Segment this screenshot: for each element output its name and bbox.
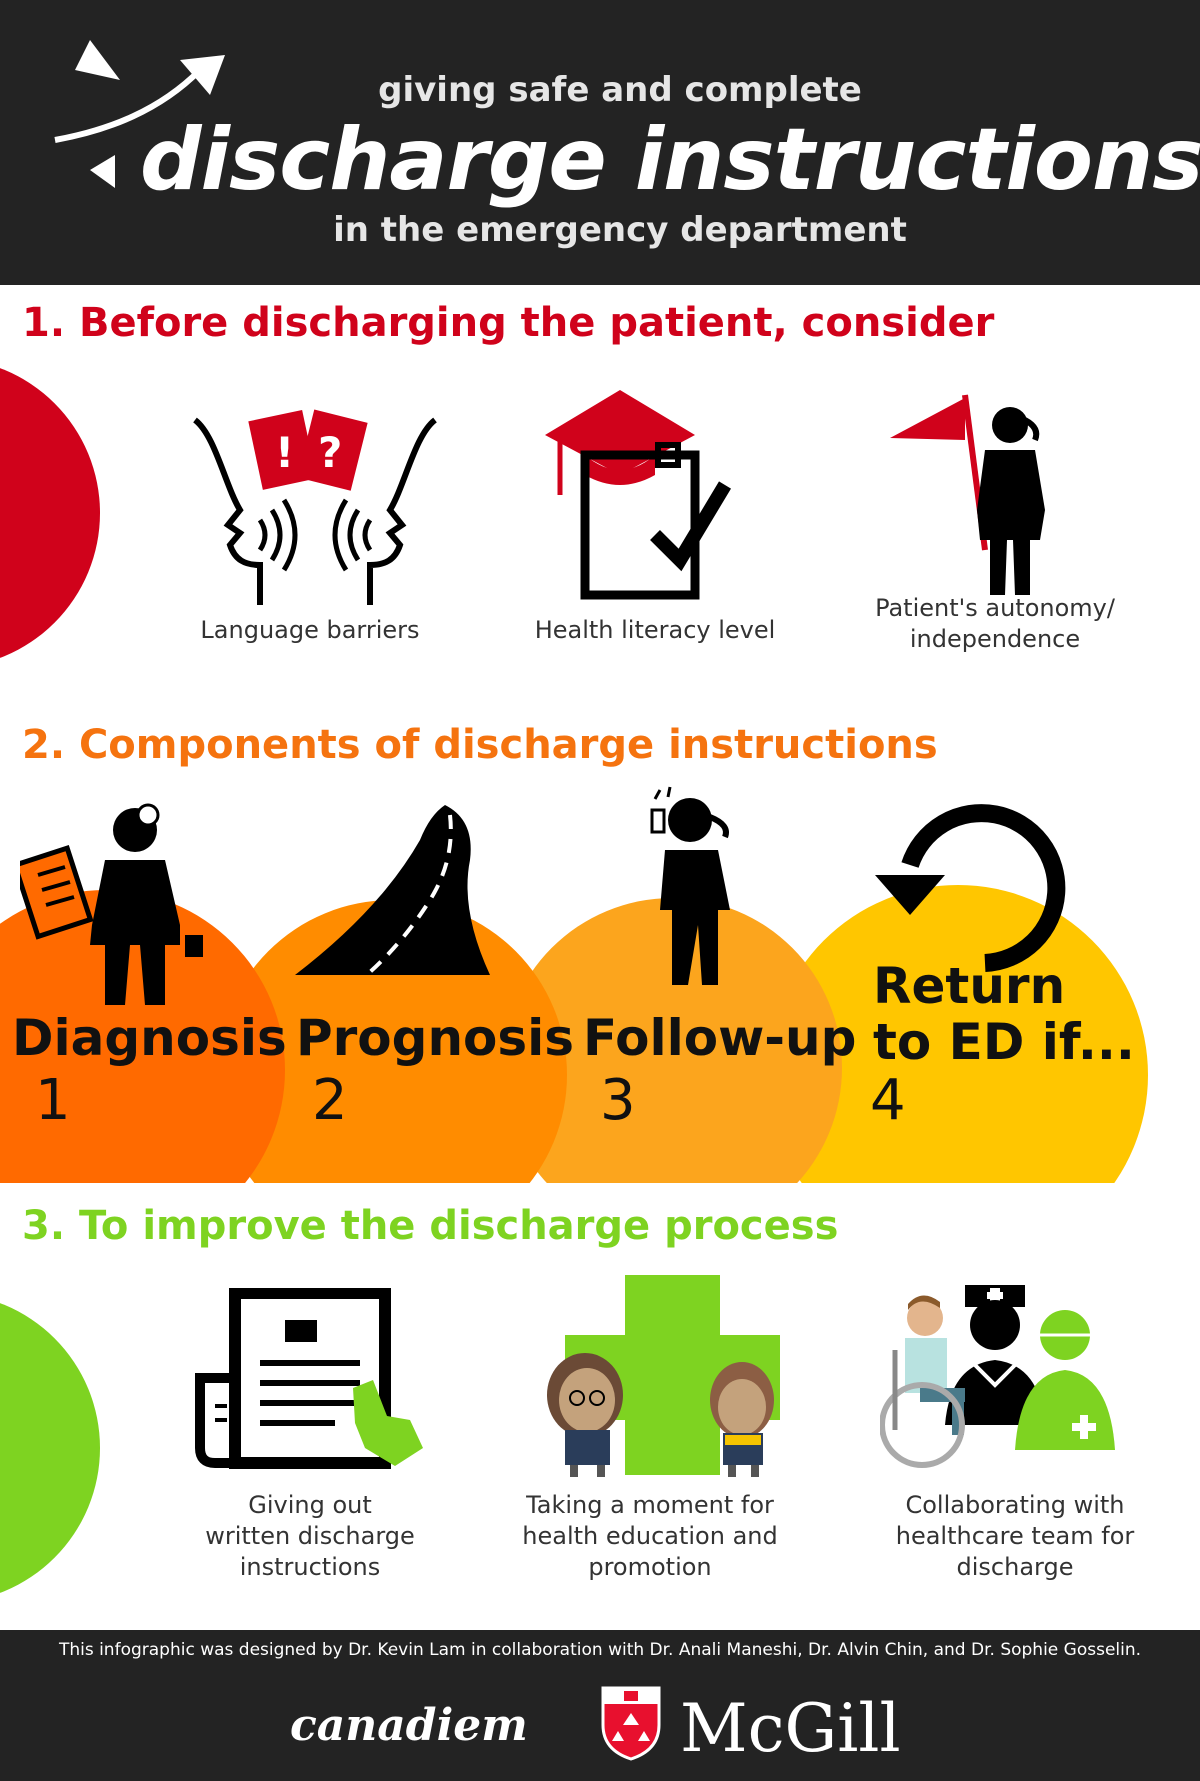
mcgill-shield-icon [601, 1686, 661, 1761]
component-circle-3 [502, 898, 842, 1185]
section3-accent-circle [0, 1303, 100, 1593]
footer-credit: This infographic was designed by Dr. Kev… [58, 1640, 1142, 1660]
diagnosis-number: 1 [35, 1068, 71, 1133]
follow-up-label: Follow-up [583, 1009, 857, 1067]
document-hand-icon [195, 1288, 423, 1469]
section3-heading: 3. To improve the discharge process [22, 1203, 839, 1249]
svg-text:!: ! [275, 428, 294, 477]
autonomy-label: Patient's autonomy/ independence [875, 594, 1115, 653]
language-barriers-label: Language barriers [200, 616, 420, 644]
mcgill-logo: McGill [680, 1690, 901, 1767]
svg-text:?: ? [318, 428, 342, 477]
diagnosis-label: Diagnosis [12, 1009, 287, 1067]
health-education-icon [547, 1275, 780, 1477]
road-icon [295, 805, 490, 975]
written-instructions-label: Giving out written discharge instruction… [205, 1491, 415, 1581]
prognosis-label: Prognosis [296, 1009, 575, 1067]
component-circle-4-large [768, 885, 1148, 1185]
person-flag-icon [890, 394, 1045, 595]
component-circle-1 [0, 890, 285, 1185]
doctor-clipboard-icon [20, 803, 203, 1005]
components-circles [0, 885, 1148, 1185]
phone-call-icon [650, 786, 730, 985]
components-baseline [0, 1183, 1200, 1223]
speaking-heads-icon: ! ? [193, 409, 437, 605]
return-number: 4 [870, 1068, 906, 1133]
canadiem-logo: canadiem [290, 1700, 528, 1751]
return-arrow-icon [875, 804, 1066, 972]
graduation-clipboard-icon [545, 390, 732, 600]
arrows-logo-icon [54, 40, 225, 188]
healthcare-team-icon [880, 1285, 1115, 1468]
header-kicker: giving safe and complete [378, 70, 862, 110]
header-title: discharge instructions [140, 110, 1200, 210]
section1-accent-circle [0, 368, 100, 658]
follow-up-number: 3 [600, 1068, 636, 1133]
section1-heading: 1. Before discharging the patient, consi… [22, 300, 995, 346]
return-label: Return to ED if... [873, 957, 1135, 1071]
header-banner: giving safe and complete discharge instr… [0, 0, 1200, 285]
health-literacy-label: Health literacy level [534, 616, 776, 644]
header-subtitle: in the emergency department [333, 210, 907, 250]
health-education-label: Taking a moment for health education and… [522, 1491, 778, 1581]
section2-heading: 2. Components of discharge instructions [22, 722, 938, 768]
prognosis-number: 2 [312, 1068, 348, 1133]
footer-bar [0, 1630, 1200, 1781]
collaborating-label: Collaborating with healthcare team for d… [895, 1491, 1135, 1581]
